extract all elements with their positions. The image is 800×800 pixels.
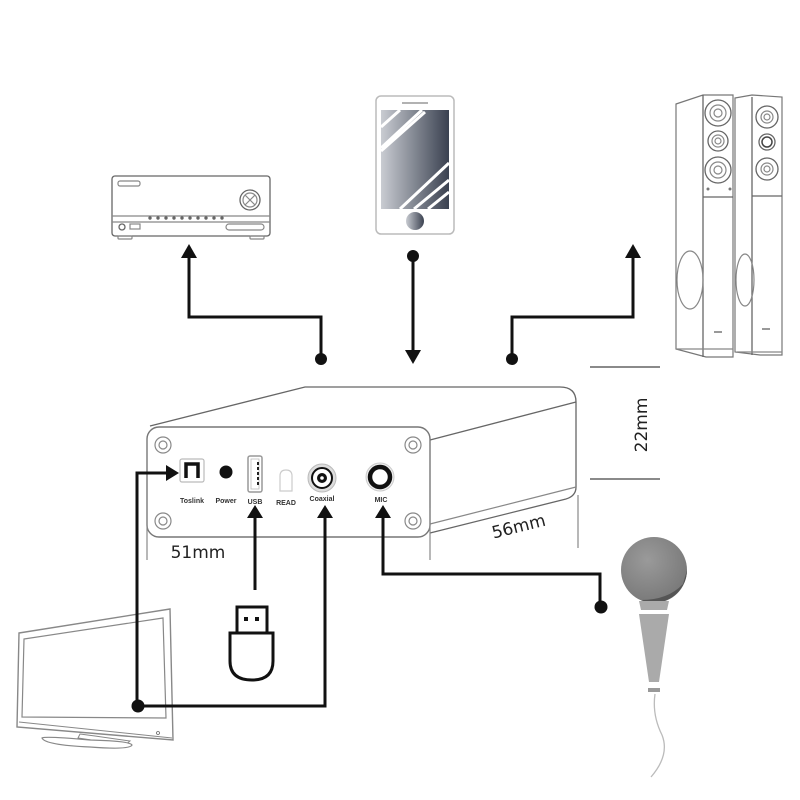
screw-top-left [154, 436, 172, 454]
speaker-right [734, 94, 783, 356]
wire-tv-coaxial [131, 505, 333, 713]
coaxial-port [307, 463, 337, 493]
wire-usb [247, 505, 263, 590]
tv-monitor-icon [16, 608, 174, 749]
power-indicator [219, 465, 233, 479]
av-receiver-icon [111, 175, 271, 240]
usb-port [247, 455, 263, 493]
speaker-left [675, 94, 734, 358]
tower-speakers-icon [675, 94, 783, 358]
mic-label: MIC [375, 497, 388, 504]
wire-receiver [181, 244, 327, 365]
height-dimension-label: 22mm [632, 398, 652, 453]
screw-bottom-right [404, 512, 422, 530]
width-dimension-label: 51mm [171, 543, 226, 563]
mic-port [365, 462, 395, 492]
read-label: READ [276, 500, 296, 507]
usb-flash-drive-icon [228, 605, 275, 682]
microphone-icon [621, 537, 687, 778]
screw-bottom-left [154, 512, 172, 530]
screw-top-right [404, 436, 422, 454]
read-indicator [279, 469, 293, 492]
wire-speakers [506, 244, 641, 365]
power-label: Power [215, 498, 236, 505]
toslink-label: Toslink [180, 498, 204, 505]
wire-smartphone [405, 250, 421, 364]
wire-tv-toslink [135, 465, 179, 706]
usb-label: USB [248, 499, 263, 506]
coaxial-label: Coaxial [310, 496, 335, 503]
toslink-port [179, 458, 205, 483]
dimension-width: 51mm [146, 500, 226, 563]
smartphone-icon [375, 95, 455, 235]
wire-mic [375, 505, 608, 614]
device-box: Toslink Power USB READ Coaxial MIC [146, 386, 577, 538]
dimension-height: 22mm [590, 366, 660, 480]
